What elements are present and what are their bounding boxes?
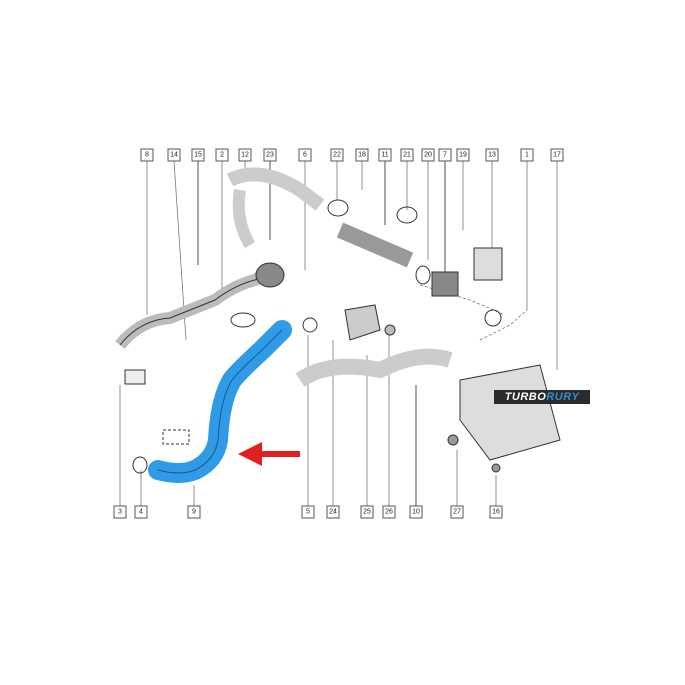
part-label-2: 2 bbox=[215, 148, 229, 162]
part-label-15: 15 bbox=[191, 148, 205, 162]
part-label-18: 18 bbox=[355, 148, 369, 162]
part-label-11: 11 bbox=[378, 148, 392, 162]
turborury-watermark-logo: TURBORURY bbox=[494, 390, 590, 404]
red-arrow bbox=[238, 442, 300, 466]
part-label-1: 1 bbox=[520, 148, 534, 162]
part-label-26: 26 bbox=[382, 505, 396, 519]
part-label-8: 8 bbox=[140, 148, 154, 162]
logo-text-2: RURY bbox=[546, 391, 580, 403]
part-label-12: 12 bbox=[238, 148, 252, 162]
part-label-22: 22 bbox=[330, 148, 344, 162]
part-label-16: 16 bbox=[489, 505, 503, 519]
part-label-20: 20 bbox=[421, 148, 435, 162]
part-label-25: 25 bbox=[360, 505, 374, 519]
part-label-6: 6 bbox=[298, 148, 312, 162]
part-label-17: 17 bbox=[550, 148, 564, 162]
logo-text-1: TURBO bbox=[504, 391, 547, 403]
part-label-21: 21 bbox=[400, 148, 414, 162]
part-label-13: 13 bbox=[485, 148, 499, 162]
part-label-7: 7 bbox=[438, 148, 452, 162]
part-label-19: 19 bbox=[456, 148, 470, 162]
part-label-10: 10 bbox=[409, 505, 423, 519]
part-label-27: 27 bbox=[450, 505, 464, 519]
part-label-23: 23 bbox=[263, 148, 277, 162]
part-label-5: 5 bbox=[301, 505, 315, 519]
part-label-24: 24 bbox=[326, 505, 340, 519]
part-label-4: 4 bbox=[134, 505, 148, 519]
part-label-9: 9 bbox=[187, 505, 201, 519]
part-label-14: 14 bbox=[167, 148, 181, 162]
part-label-3: 3 bbox=[113, 505, 127, 519]
parts-drawing bbox=[115, 167, 561, 474]
